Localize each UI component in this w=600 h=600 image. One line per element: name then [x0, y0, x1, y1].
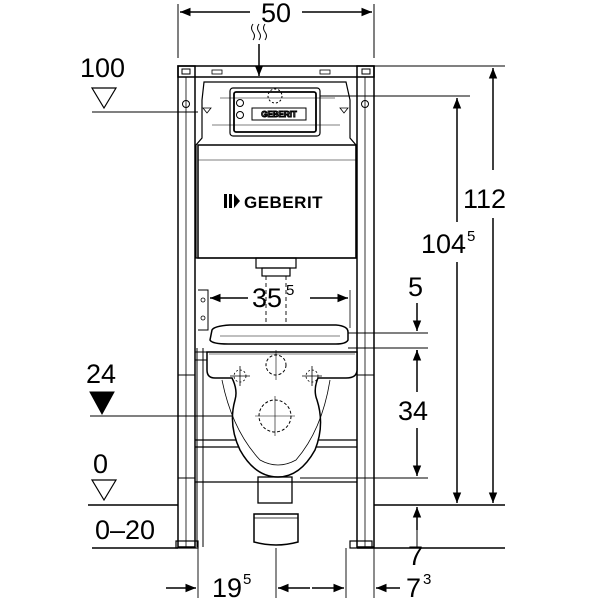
- flush-pipe: [265, 276, 287, 328]
- level-0-marker: 0: [88, 449, 178, 506]
- dimension-foot-depth: 7: [408, 507, 423, 571]
- toilet-seat: [209, 324, 349, 345]
- bottom-right-sup: 3: [423, 571, 431, 588]
- bottom-left-label: 19: [212, 573, 242, 600]
- dimension-frame-width: 50: [177, 0, 375, 58]
- toilet-bowl: [206, 350, 358, 478]
- drain-connector: [255, 257, 297, 277]
- level-0-label: 0: [93, 449, 108, 479]
- dimension-bottom-right: 7 3: [376, 571, 431, 600]
- dimension-seat-gap: 5: [408, 272, 423, 352]
- bowl-support: [195, 351, 207, 361]
- height-plate-label: 104: [421, 229, 466, 259]
- bottom-left-sup: 5: [243, 571, 251, 588]
- flush-plate-brand: GEBERIT: [261, 110, 297, 119]
- seat-gap-label: 5: [408, 272, 423, 302]
- bowl-depth-label: 34: [398, 396, 428, 426]
- dimension-bowl-depth: 34: [398, 350, 428, 476]
- level-24-marker: 24: [86, 359, 232, 417]
- level-100-marker: 100: [80, 53, 198, 113]
- bolt-spacing-label: 35: [252, 283, 282, 313]
- floor-range-label: 0–20: [95, 515, 155, 545]
- dimension-bolt-spacing: 35 5: [207, 282, 351, 328]
- dimension-height-total: 112: [463, 68, 506, 503]
- flush-plate: GEBERIT: [229, 87, 321, 137]
- dimension-bottom-left: 19 5: [166, 571, 344, 600]
- water-supply-icon: [251, 23, 267, 76]
- bottom-right-label: 7: [406, 573, 421, 600]
- geberit-logo: GEBERIT: [224, 193, 323, 212]
- dimension-height-plate: 104 5: [421, 98, 475, 503]
- geberit-logo-text: GEBERIT: [244, 193, 323, 212]
- level-100-label: 100: [80, 53, 125, 83]
- left-bracket: [198, 289, 209, 331]
- bolt-spacing-sup: 5: [286, 282, 294, 299]
- height-total-label: 112: [463, 184, 506, 214]
- floor-range-marker: 0–20: [92, 515, 178, 549]
- frame-width-label: 50: [261, 0, 291, 28]
- height-plate-sup: 5: [467, 228, 475, 245]
- right-reference-lines: [300, 65, 505, 549]
- installation-frame: [175, 65, 375, 549]
- level-24-label: 24: [86, 359, 116, 389]
- bottom-extension-lines: [197, 548, 375, 598]
- waste-pipe: [253, 476, 299, 546]
- foot-depth-label: 7: [408, 541, 423, 571]
